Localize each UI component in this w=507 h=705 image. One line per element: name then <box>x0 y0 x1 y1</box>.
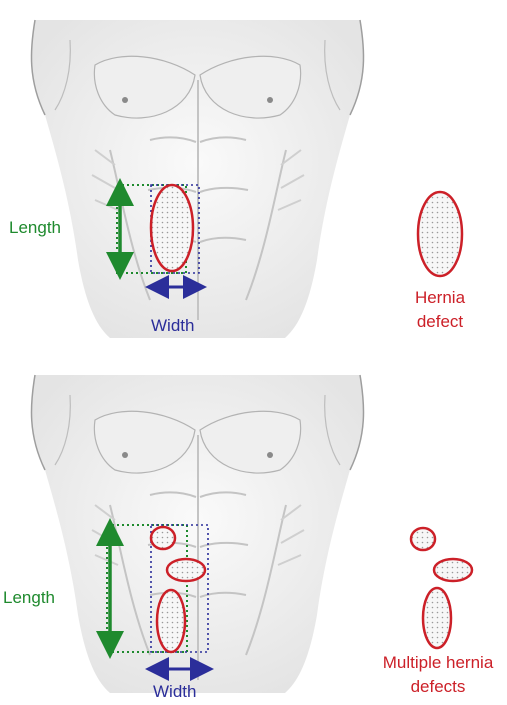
hernia-defect-label-line1: Hernia <box>415 288 466 307</box>
multiple-defects-legend-small <box>411 528 435 550</box>
torso-illustration-top <box>31 20 363 338</box>
multiple-defects-label-line1: Multiple hernia <box>383 653 494 672</box>
hernia-defect-legend-top <box>418 192 462 276</box>
multiple-defects-legend-middle <box>434 559 472 581</box>
torso-illustration-bottom <box>31 375 363 693</box>
multiple-defects-legend-lower <box>423 588 451 648</box>
length-label-bottom: Length <box>3 588 55 607</box>
width-label-top: Width <box>151 316 194 335</box>
multiple-defects-label-line2: defects <box>411 677 466 696</box>
hernia-defect-label-line2: defect <box>417 312 464 331</box>
width-label-bottom: Width <box>153 682 196 701</box>
hernia-defect-lower <box>157 590 185 652</box>
hernia-defect-top <box>151 185 193 271</box>
length-label-top: Length <box>9 218 61 237</box>
hernia-defect-small-upper <box>151 527 175 549</box>
hernia-defect-middle <box>167 559 205 581</box>
